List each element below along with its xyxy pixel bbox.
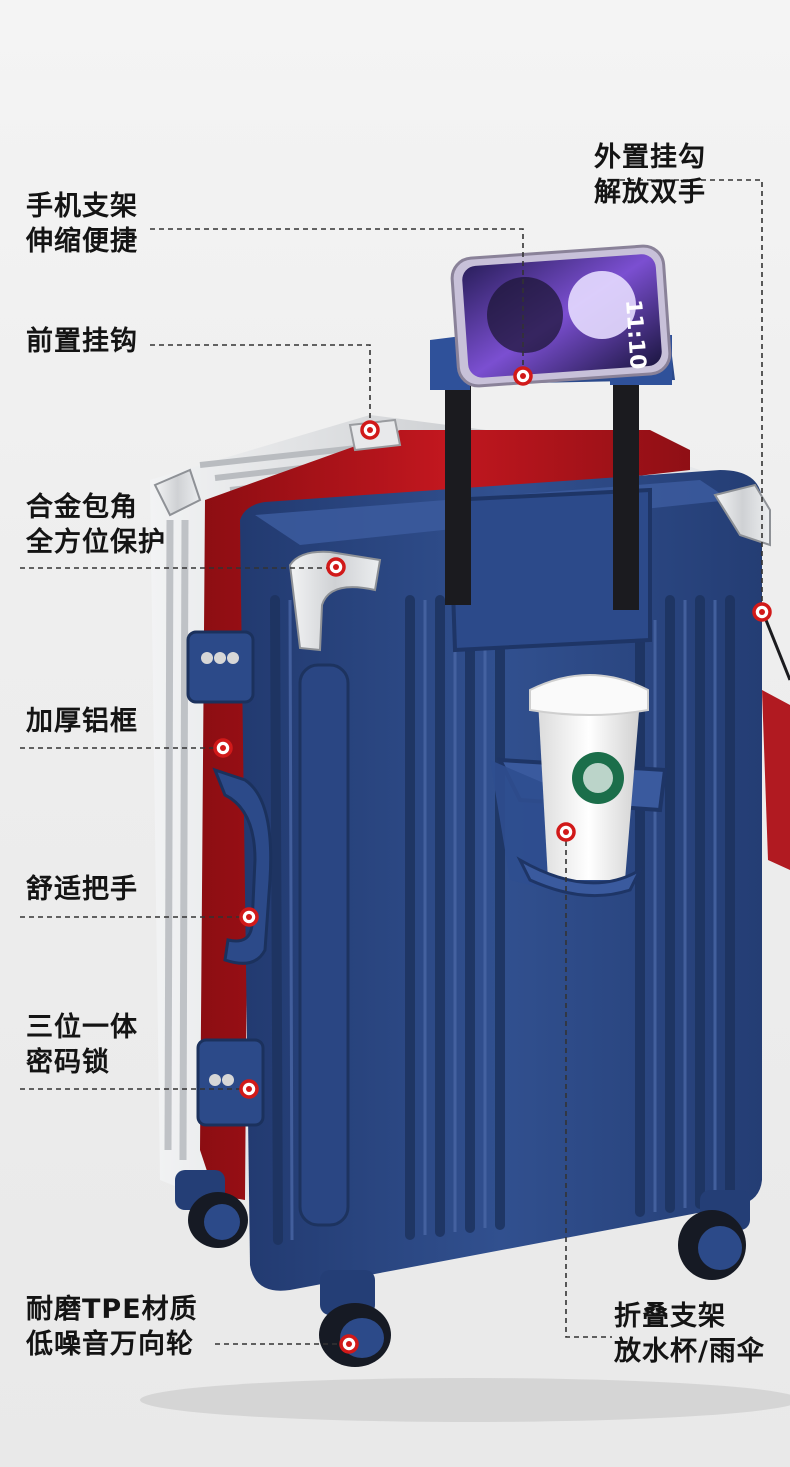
dot-aluminum-frame bbox=[213, 738, 233, 758]
callout-line-1: 三位一体 bbox=[26, 1012, 138, 1043]
dot-wheels bbox=[339, 1334, 359, 1354]
dot-side-hook bbox=[752, 602, 772, 622]
callout-line-1: 外置挂勾 bbox=[594, 142, 706, 173]
phone-clock: 11:10 bbox=[620, 299, 650, 371]
callout-comfort-handle: 舒适把手 bbox=[26, 872, 138, 907]
callout-line-2: 伸缩便捷 bbox=[26, 226, 138, 257]
red-frame bbox=[200, 430, 690, 1200]
callout-cup-holder: 折叠支架 放水杯/雨伞 bbox=[614, 1299, 765, 1369]
callout-line-1: 手机支架 bbox=[26, 191, 138, 222]
front-corner-guard bbox=[288, 550, 382, 652]
callout-lock: 三位一体 密码锁 bbox=[26, 1010, 138, 1080]
callout-lines bbox=[20, 179, 763, 1345]
dot-lock bbox=[239, 1079, 259, 1099]
callout-line-2: 密码锁 bbox=[26, 1047, 110, 1078]
callout-line-1: 耐磨TPE材质 bbox=[26, 1294, 198, 1325]
callout-line-2: 低噪音万向轮 bbox=[26, 1329, 194, 1360]
side-luggage-tag bbox=[762, 690, 790, 870]
dot-comfort-handle bbox=[239, 907, 259, 927]
dot-alloy-corner bbox=[326, 557, 346, 577]
callout-front-hook: 前置挂钩 bbox=[26, 324, 138, 359]
dot-phone-holder bbox=[513, 366, 533, 386]
callout-dots bbox=[213, 366, 772, 1354]
dot-cup-holder bbox=[556, 822, 576, 842]
callout-line-1: 折叠支架 bbox=[614, 1301, 726, 1332]
callout-line-1: 合金包角 bbox=[26, 492, 138, 523]
callout-alloy-corner: 合金包角 全方位保护 bbox=[26, 490, 166, 560]
callout-line-2: 放水杯/雨伞 bbox=[614, 1336, 765, 1367]
callout-line-1: 加厚铝框 bbox=[26, 706, 138, 737]
callout-line-1: 前置挂钩 bbox=[26, 326, 138, 357]
callout-line-1: 舒适把手 bbox=[26, 874, 138, 905]
combination-lock-bottom bbox=[196, 1038, 265, 1127]
callout-aluminum-frame: 加厚铝框 bbox=[26, 704, 138, 739]
dot-front-hook bbox=[360, 420, 380, 440]
callout-wheels: 耐磨TPE材质 低噪音万向轮 bbox=[26, 1292, 198, 1362]
ground-shadow bbox=[140, 1378, 790, 1422]
callout-side-hook: 外置挂勾 解放双手 bbox=[594, 140, 706, 210]
callout-phone-holder: 手机支架 伸缩便捷 bbox=[26, 189, 138, 259]
wheels bbox=[175, 1170, 750, 1367]
callout-line-2: 全方位保护 bbox=[26, 527, 166, 558]
callout-line-2: 解放双手 bbox=[594, 177, 706, 208]
combination-lock-top bbox=[186, 630, 255, 704]
front-shell bbox=[240, 470, 762, 1291]
phone-on-holder bbox=[450, 244, 672, 388]
